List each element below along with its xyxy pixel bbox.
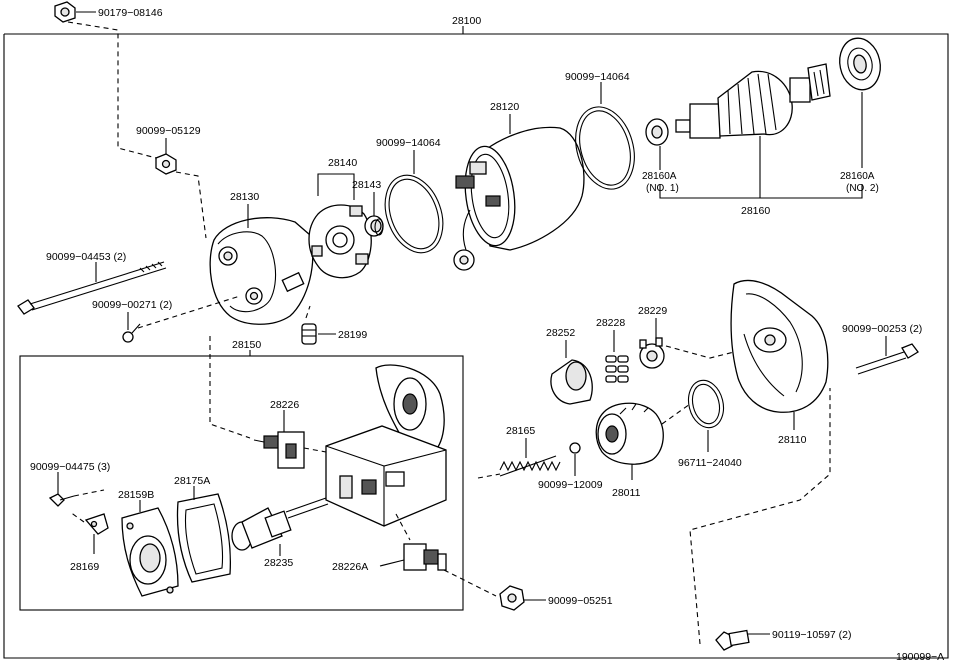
nut-90099-05251 [499,585,525,611]
terminal-28226A [403,543,447,571]
label-96711-24040: 96711−24040 [678,457,742,469]
dash-28130-down [209,336,251,439]
bracket-28160 [659,184,863,199]
label-28120: 28120 [490,101,519,113]
dash-10597 [689,388,831,645]
plunger-28235 [231,497,329,551]
clutch-28252 [550,359,593,405]
label-28165: 28165 [506,425,535,437]
clip-28169 [84,513,109,535]
dash-28199 [305,305,311,319]
dash-28165 [477,473,501,479]
label-28160A-no2-sub: (NO. 2) [846,183,879,194]
nut-90179-08146 [54,1,76,23]
dash-28169 [69,511,85,523]
cover-28159B [121,507,179,597]
label-28160A-no2: 28160A [840,171,875,182]
brush-holder-28140 [308,204,372,279]
label-28228: 28228 [596,317,625,329]
label-90099-12009: 90099−12009 [538,479,603,491]
label-90099-04453: 90099−04453 (2) [46,251,126,263]
leader-28140 [317,173,355,200]
leader-28226A [379,559,405,567]
label-28226: 28226 [270,399,299,411]
bearing-28143 [364,215,384,237]
bearing-28160A-no2 [839,37,881,91]
label-28199: 28199 [338,329,367,341]
label-28229: 28229 [638,305,667,317]
label-28169: 28169 [70,561,99,573]
assembly-frame [3,33,949,659]
label-28110: 28110 [778,434,807,446]
gasket-28175A [176,493,232,583]
label-90099-05251: 90099−05251 [548,595,613,607]
label-28011: 28011 [612,487,641,499]
o-ring-90099-14064-a [384,174,444,254]
nut-90099-05129 [155,153,177,175]
pinion-gear-28011 [595,402,664,465]
retainer-28229 [639,337,665,369]
spring-28165 [499,455,561,477]
rollers-28228 [605,355,629,383]
starter-housing-28110 [730,279,829,413]
dash-28229 [665,345,743,359]
bearing-28160A-no1 [645,118,669,146]
label-28160: 28160 [741,205,770,217]
dash-90179 [67,21,165,161]
label-28160A-no1-sub: (NO. 1) [646,183,679,194]
o-ring-90099-14064-b [575,106,635,190]
terminal-28226 [253,431,305,469]
label-90099-00271: 90099−00271 (2) [92,299,172,311]
label-28252: 28252 [546,327,575,339]
magnetic-switch-body [325,364,447,527]
yoke-assembly-28120 [453,126,585,271]
figure-code: 190099−A [896,651,944,663]
commutator-end-frame-28130 [209,217,314,325]
dash-05129 [175,171,207,239]
bolt-90099-00253 [855,343,919,375]
label-90119-10597: 90119−10597 (2) [772,629,852,641]
steel-ball-90099-12009 [569,442,581,454]
label-90179-08146: 90179−08146 [98,7,163,19]
bolt-90119-10597 [715,629,750,651]
label-90099-04475: 90099−04475 (3) [30,461,110,473]
dash-04475 [73,489,105,497]
o-ring-96711-24040 [687,379,725,429]
armature-28160 [675,63,831,139]
label-28143: 28143 [352,179,381,191]
label-28140: 28140 [328,157,357,169]
dash-28226 [303,447,327,453]
label-28235: 28235 [264,557,293,569]
grommet-28199 [301,323,317,345]
dash-28226A-up [395,513,411,541]
label-90099-14064-a: 90099−14064 [376,137,441,149]
screw-90099-00271 [122,323,141,343]
dash-28226A-nut [443,569,497,597]
dash-28011 [661,403,691,425]
label-28100: 28100 [452,15,481,27]
through-bolt-90099-04453 [17,261,167,315]
label-90099-14064-b: 90099−14064 [565,71,630,83]
screw-90099-04475 [48,493,75,507]
label-90099-05129: 90099−05129 [136,125,201,137]
label-28150: 28150 [232,339,261,351]
label-90099-00253: 90099−00253 (2) [842,323,922,335]
label-28175A: 28175A [174,475,210,487]
subassembly-frame-28150 [19,355,464,611]
label-28130: 28130 [230,191,259,203]
label-28226A: 28226A [332,561,368,573]
label-28160A-no1: 28160A [642,171,677,182]
label-28159B: 28159B [118,489,154,501]
